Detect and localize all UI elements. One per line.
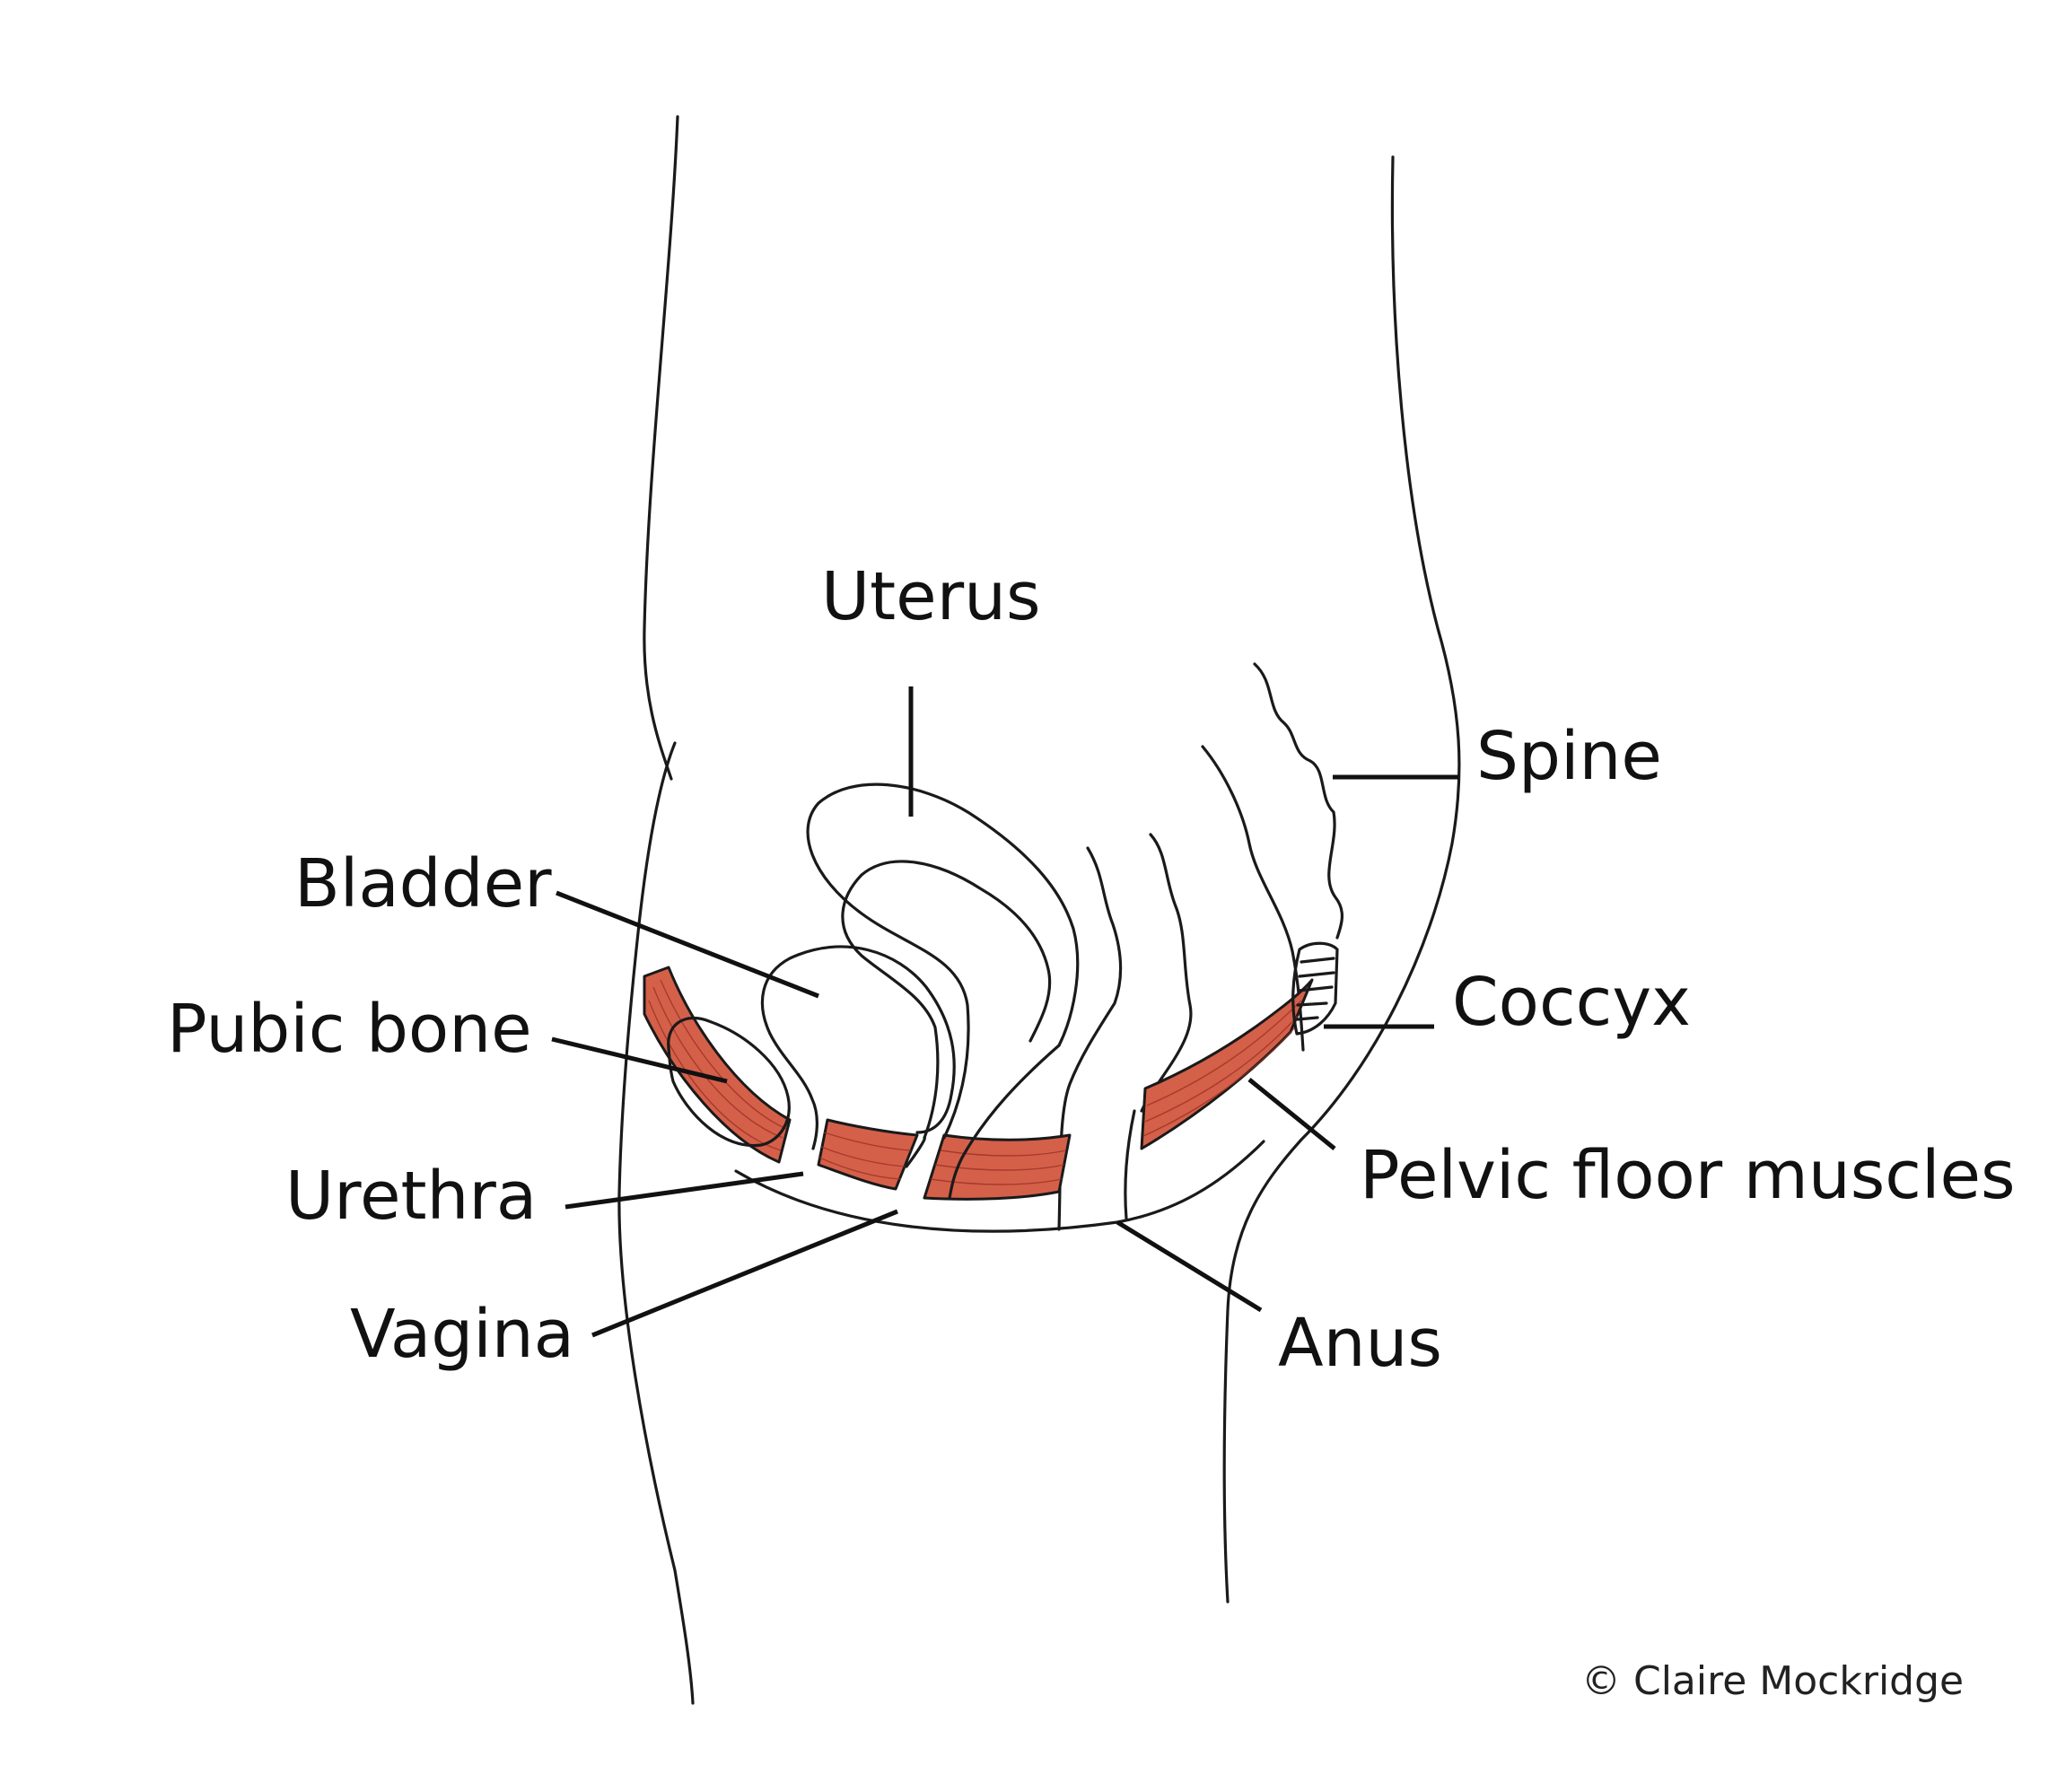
body-left-outline	[643, 115, 679, 781]
bladder-urethra-wall	[768, 1032, 818, 1150]
anus-label: Anus	[1278, 1305, 1442, 1382]
rectum-back-wall	[1140, 833, 1193, 1113]
coccyx-label: Coccyx	[1452, 964, 1691, 1041]
pelvic-floor-leader-line	[1247, 1078, 1336, 1150]
urethra-label: Urethra	[285, 1158, 537, 1235]
pelvic-floor-muscle-group	[643, 966, 1314, 1201]
rectum-front-wall	[1057, 846, 1123, 1231]
bladder-leader-line	[556, 890, 819, 999]
vagina-front-wall	[905, 1136, 926, 1168]
perineum-curve	[734, 1140, 1265, 1233]
uterus-label: Uterus	[821, 558, 1041, 635]
uterus-posterior-wall	[948, 1044, 1061, 1200]
spine-label: Spine	[1476, 718, 1662, 795]
coccyx-outline	[1291, 941, 1339, 1036]
muscle-fibers	[648, 979, 1302, 1185]
pubic-bone-shape	[667, 1016, 791, 1148]
pelvic-floor-muscles-label: Pelvic floor muscles	[1360, 1137, 2016, 1214]
spine-structures	[1057, 662, 1343, 1231]
body-outline	[617, 115, 1461, 1705]
hip-left-outline	[617, 741, 695, 1705]
uterus-inner-wall	[841, 860, 1052, 1140]
muscle-band-rear	[1140, 978, 1314, 1150]
coccyx-shape	[1291, 941, 1339, 1036]
muscle-band-front	[643, 966, 792, 1164]
spine-outline	[1253, 662, 1343, 940]
leader-lines	[551, 686, 1458, 1338]
uterus-shape	[806, 782, 1080, 1200]
anal-canal-wall	[1124, 1109, 1136, 1220]
pubic-bone-leader-line	[551, 1036, 728, 1084]
vagina-label: Vagina	[350, 1296, 574, 1373]
uterus-outer-wall	[806, 782, 1080, 1140]
labels: Uterus Spine Bladder Pubic bone Coccyx U…	[167, 558, 2016, 1704]
muscle-band-urethra	[817, 1118, 919, 1191]
pubic-bone-label: Pubic bone	[167, 991, 532, 1068]
coccyx-segments	[1296, 957, 1335, 1021]
bladder-label: Bladder	[294, 845, 552, 922]
urethra-leader-line	[565, 1171, 804, 1210]
bladder-shape	[760, 945, 956, 1134]
body-right-outline	[1222, 155, 1461, 1604]
vagina-leader-line	[591, 1209, 898, 1338]
anus-leader-line	[1116, 1219, 1263, 1313]
copyright-credit: © Claire Mockridge	[1581, 1658, 1964, 1704]
